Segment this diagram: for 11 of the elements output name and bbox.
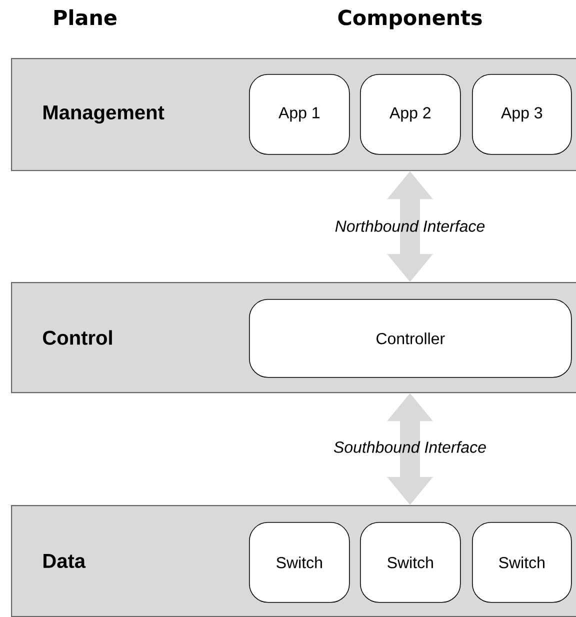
edge-label: Southbound Interface xyxy=(334,441,486,453)
edge-label: Northbound Interface xyxy=(335,220,485,232)
component-box: Switch xyxy=(472,522,572,603)
component-box: Switch xyxy=(360,522,461,603)
component-box: App 1 xyxy=(249,74,350,155)
component-box: App 2 xyxy=(360,74,461,155)
column-heading: Components xyxy=(338,10,482,30)
component-box: Controller xyxy=(249,299,572,378)
column-heading: Plane xyxy=(54,9,116,26)
component-box: App 3 xyxy=(472,74,572,155)
component-box: Switch xyxy=(249,522,350,603)
